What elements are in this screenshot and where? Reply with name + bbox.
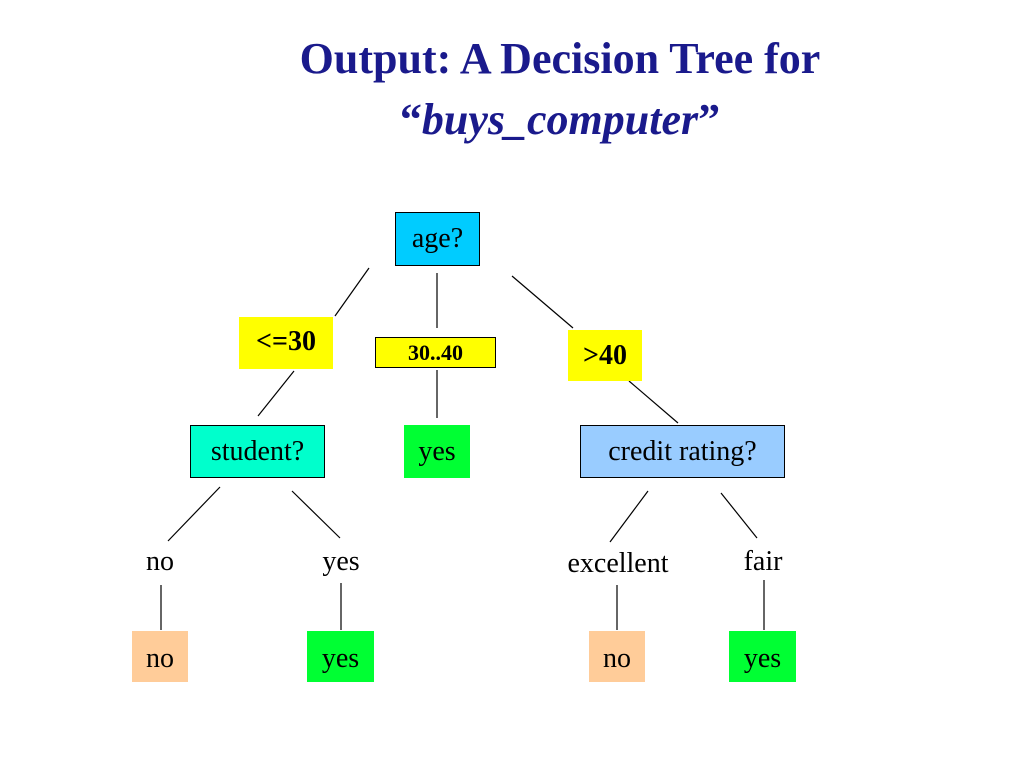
close-quote: ” [698,95,721,144]
edge-credit-to-fair [720,492,758,539]
branch-30-40: 30..40 [375,337,496,368]
title-keyword: buys_computer [421,95,699,144]
student-branch-no: no [146,546,174,577]
branch-gt40: >40 [568,330,642,381]
edge-le30-to-student [257,370,295,417]
middle-leaf-yes: yes [404,425,470,478]
credit-branch-excellent: excellent [567,548,669,579]
edge-age-to-le30 [334,267,370,317]
edge-student-to-yes [291,490,341,539]
edge-age-to-gt40 [511,275,574,329]
credit-branch-fair: fair [743,546,783,577]
leaf-yes-2: yes [729,631,796,682]
leaf-no-1: no [132,631,188,682]
edge-credit-to-excellent [609,490,649,543]
edge-gt40-to-credit [628,380,679,424]
branch-le30: <=30 [239,317,333,369]
title-line-2: “buys_computer” [130,95,990,145]
leaf-yes-1: yes [307,631,374,682]
age-node: age? [395,212,480,266]
student-node: student? [190,425,325,478]
open-quote: “ [399,95,422,144]
credit-rating-node: credit rating? [580,425,785,478]
edge-student-to-no [167,486,221,542]
student-branch-yes: yes [322,546,360,577]
leaf-no-2: no [589,631,645,682]
title-line-1: Output: A Decision Tree for [299,34,821,83]
